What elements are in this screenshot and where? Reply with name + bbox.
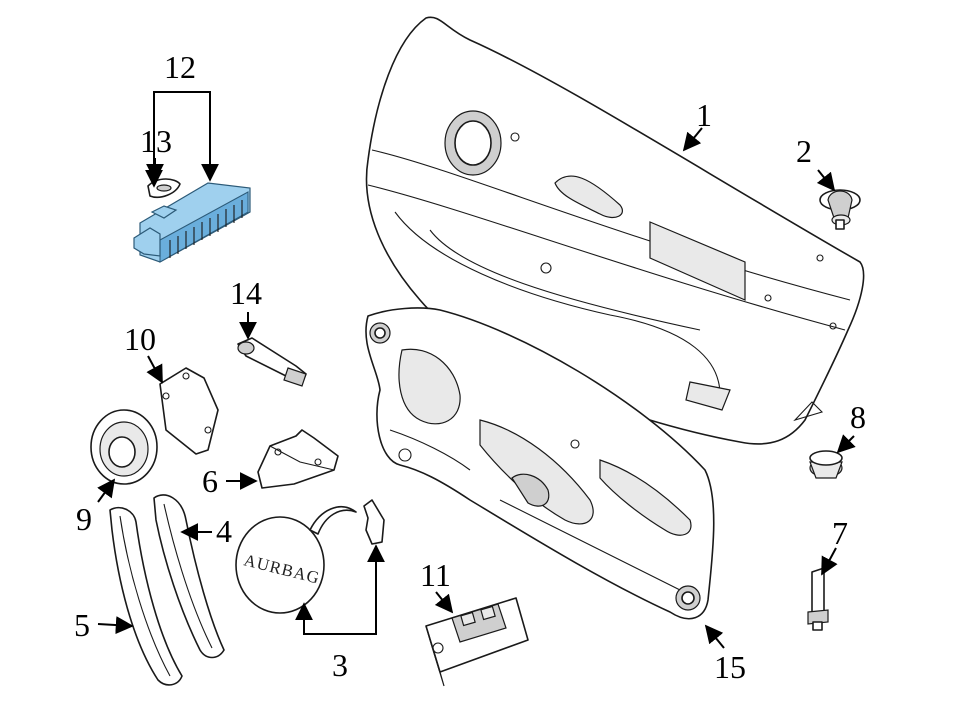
speaker-ring-part-9 bbox=[90, 409, 158, 485]
callout-6: 6 bbox=[202, 463, 218, 499]
leader-12-left bbox=[145, 91, 182, 188]
callout-labels: 1 2 3 4 5 6 7 8 9 10 11 12 13 14 15 bbox=[74, 49, 866, 685]
clip-part-13 bbox=[147, 178, 181, 199]
callout-8: 8 bbox=[850, 399, 866, 435]
pillar-trim-part-4 bbox=[153, 494, 225, 659]
leader-5 bbox=[97, 616, 134, 635]
callout-12: 12 bbox=[164, 49, 196, 85]
callout-2: 2 bbox=[796, 133, 812, 169]
leader-10 bbox=[146, 355, 163, 384]
callout-14: 14 bbox=[230, 275, 262, 311]
airbag-part-3: AURBAG bbox=[235, 499, 385, 614]
leader-11 bbox=[434, 591, 454, 614]
leader-8 bbox=[836, 434, 856, 454]
bracket-part-6 bbox=[257, 429, 339, 489]
callout-13: 13 bbox=[140, 123, 172, 159]
callout-7: 7 bbox=[832, 515, 848, 551]
leader-12-right bbox=[182, 91, 219, 182]
leader-9 bbox=[97, 478, 116, 503]
leader-1 bbox=[682, 127, 703, 152]
leader-3-right bbox=[342, 544, 385, 635]
callout-1: 1 bbox=[696, 97, 712, 133]
push-clip-part-2 bbox=[819, 189, 861, 230]
bolt-part-7 bbox=[807, 567, 829, 631]
lock-rod-part-14 bbox=[237, 337, 307, 387]
callout-11: 11 bbox=[420, 557, 451, 593]
window-switch-part-11 bbox=[425, 597, 529, 687]
pillar-garnish-part-5 bbox=[109, 506, 183, 686]
callout-4: 4 bbox=[216, 513, 232, 549]
speaker-cover-part-10 bbox=[159, 367, 219, 455]
switch-module-highlighted bbox=[133, 182, 251, 263]
callout-15: 15 bbox=[714, 649, 746, 685]
leader-2 bbox=[816, 169, 836, 192]
callout-3: 3 bbox=[332, 647, 348, 683]
callout-5: 5 bbox=[74, 607, 90, 643]
callout-10: 10 bbox=[124, 321, 156, 357]
callout-9: 9 bbox=[76, 501, 92, 537]
grommet-part-8 bbox=[809, 450, 843, 479]
leader-lines bbox=[97, 91, 856, 649]
leader-7 bbox=[821, 547, 838, 576]
leader-15 bbox=[704, 624, 725, 649]
inner-door-frame bbox=[365, 307, 715, 620]
leader-3-left bbox=[295, 602, 342, 635]
